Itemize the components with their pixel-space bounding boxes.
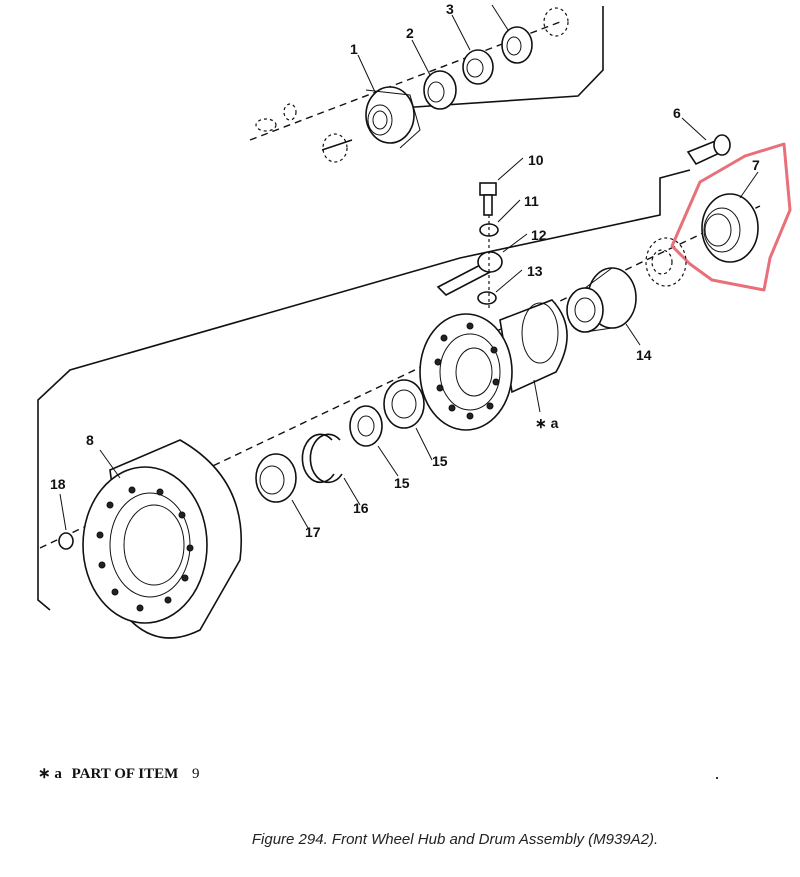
part-3-lock-washer <box>462 49 494 85</box>
part-15-bearing-cone <box>349 405 383 447</box>
callout-12: 12 <box>531 227 547 243</box>
leader-lines <box>59 4 759 531</box>
part-10-bolt <box>479 182 497 216</box>
footnote-symbol: ∗ a <box>38 766 62 782</box>
callout-2: 2 <box>406 25 414 41</box>
part-6-stud <box>686 134 731 166</box>
part-15-bearing-cup <box>383 379 425 429</box>
part-2-nut <box>423 70 457 110</box>
callout-15-cup: 15 <box>432 453 448 469</box>
callout-7: 7 <box>752 157 760 173</box>
part-14-bearing <box>566 267 637 333</box>
callout-15-cone: 15 <box>394 475 410 491</box>
part-8-brake-drum <box>82 439 242 639</box>
stray-mark <box>716 777 718 779</box>
footnote: ∗ a PART OF ITEM 9 <box>38 764 200 783</box>
callout-13: 13 <box>527 263 543 279</box>
part-18-nut <box>58 532 74 550</box>
part-1-flange <box>365 86 421 149</box>
part-12-bracket <box>436 251 503 296</box>
callout-14: 14 <box>636 347 652 363</box>
callout-10: 10 <box>528 152 544 168</box>
part-nut-top <box>501 26 533 64</box>
part-7-seal <box>701 193 759 263</box>
footnote-item: 9 <box>192 766 200 782</box>
callout-18: 18 <box>50 476 66 492</box>
part-9-hub <box>419 313 513 431</box>
callout-17: 17 <box>305 524 321 540</box>
callout-1: 1 <box>350 41 358 57</box>
callout-a: ∗ a <box>535 415 559 431</box>
callout-3: 3 <box>446 1 454 17</box>
callout-labels: 1 2 3 6 7 10 11 12 13 14 ∗ a 15 15 16 17… <box>50 1 760 540</box>
phantom-parts-top <box>255 7 569 163</box>
part-a-sleeve <box>499 299 568 394</box>
part-17-seal <box>255 453 297 503</box>
callout-16: 16 <box>353 500 369 516</box>
figure-caption: Figure 294. Front Wheel Hub and Drum Ass… <box>251 831 659 848</box>
phantom-bearing <box>645 237 687 287</box>
footnote-text: PART OF ITEM <box>71 766 179 782</box>
part-16-snap-ring <box>301 433 343 484</box>
part-13-washer <box>477 291 497 305</box>
callout-6: 6 <box>673 105 681 121</box>
callout-8: 8 <box>86 432 94 448</box>
callout-11: 11 <box>524 193 539 209</box>
highlight-part-7 <box>670 142 792 292</box>
